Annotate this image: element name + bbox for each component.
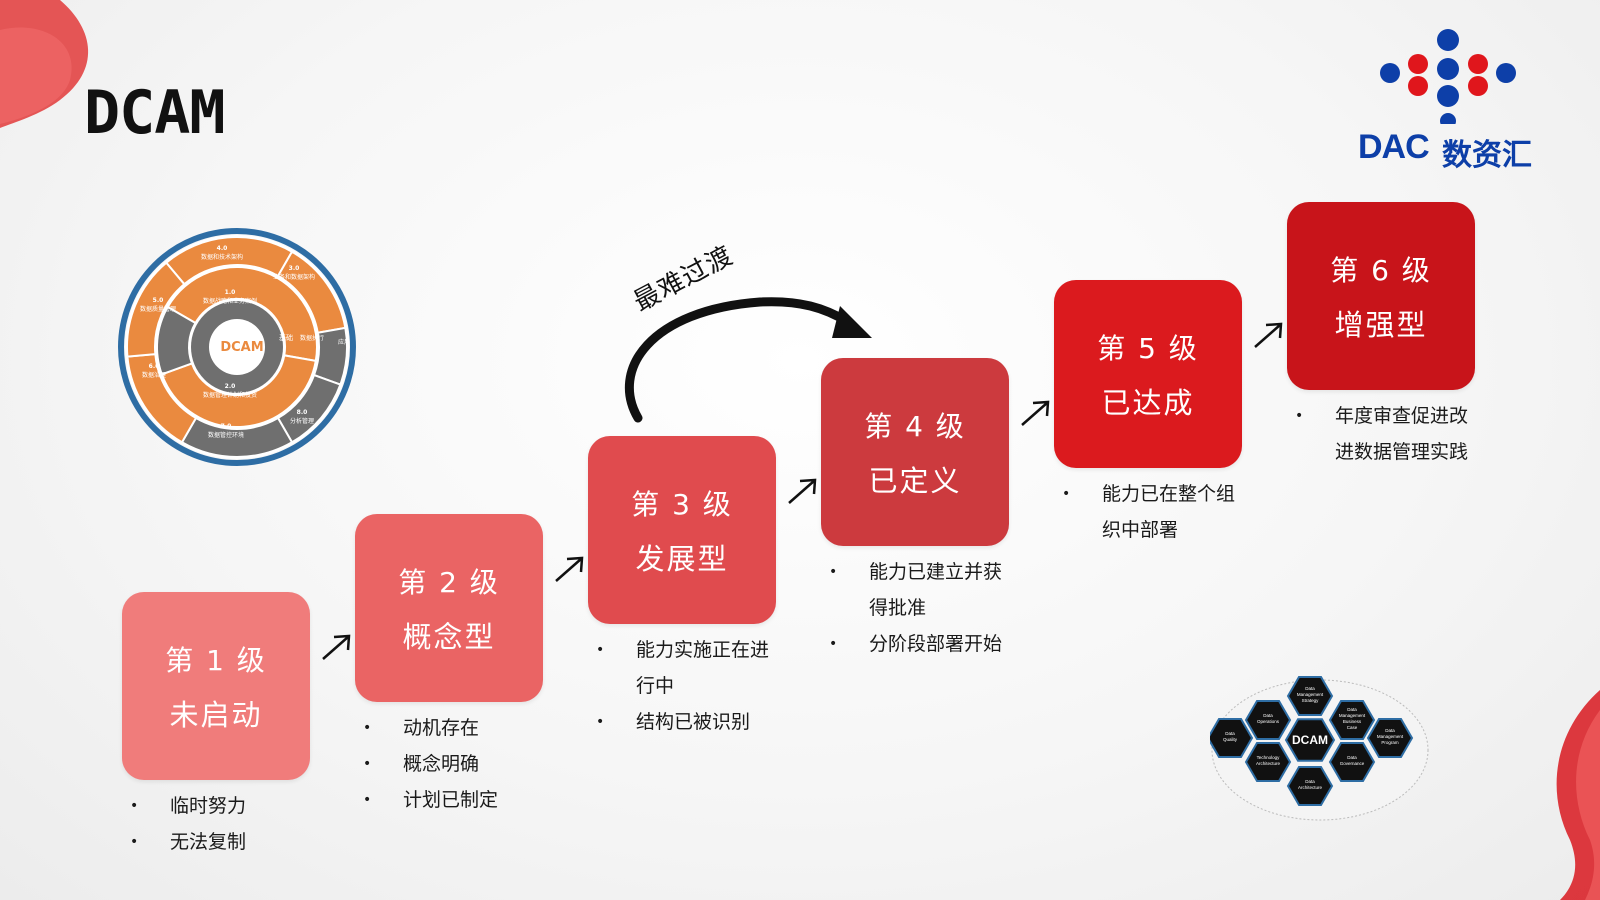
wheel-label: 基础 [279,333,293,342]
hex-cell [1286,765,1334,807]
hex-cell [1328,741,1376,783]
ribbon-top-left [0,0,89,128]
step-name: 概念型 [402,620,496,654]
wheel-label: 分析管理 [290,417,314,425]
bullet-item: 结构已被识别 [596,704,776,740]
arrow-icon [555,556,584,582]
step-level: 第 2 级 [398,566,500,599]
step-name: 未启动 [169,698,263,732]
bullet-item: 临时努力 [130,788,300,824]
ribbon-bottom-right [1556,690,1600,900]
bullet-item: 概念明确 [363,746,533,782]
wheel-label: 5.0 [153,297,164,304]
step-name: 发展型 [635,542,729,576]
hex-cell [1210,717,1254,759]
hex-cell [1284,718,1336,762]
step-2: 第 2 级概念型 [355,514,543,702]
arrow-icon [322,634,351,660]
bullet-item: 计划已制定 [363,782,533,818]
arrow-icon [788,478,817,504]
wheel-ring [209,319,265,375]
wheel-segment [166,266,318,363]
wheel-segment [160,354,317,428]
step-4: 第 4 级已定义 [821,358,1009,546]
wheel-label: 应用 [338,338,350,346]
bullet-item: 能力已在整个组织中部署 [1062,476,1242,548]
wheel-label: 6.0 [149,363,160,370]
arrow-icon [1021,400,1050,426]
brand-abbr: DAC [1358,128,1430,166]
step-5-bullets: 能力已在整个组织中部署 [1062,476,1242,548]
step-3: 第 3 级发展型 [588,436,776,624]
step-name: 增强型 [1334,308,1428,342]
bullet-item: 能力实施正在进行中 [596,632,776,704]
wheel-label: DCAM [220,340,263,355]
bullet-item: 年度审查促进改进数据管理实践 [1295,398,1475,470]
curved-arrow-icon [624,297,872,423]
arrow-icon [1254,322,1283,348]
step-name: 已定义 [868,464,962,498]
wheel-ring [118,228,356,466]
dcam-wheel: DCAM4.0数据和技术架构3.0业务和数据架构1.0数据战略和业务案例5.0数… [118,228,356,466]
wheel-label: 数据质量管理 [140,305,176,313]
hex-cell [1244,741,1292,783]
step-level: 第 3 级 [631,488,733,521]
wheel-segment [156,305,197,376]
dots-logo-icon [1380,29,1516,124]
wheel-label: 4.0 [217,245,228,252]
wheel-label: 2.0 [225,383,236,390]
wheel-label: 业务和数据架构 [273,273,315,281]
wheel-label: 7.0 [221,423,232,430]
wheel-label: 数据战略和业务案例 [203,297,257,305]
hex-cell [1328,699,1376,741]
step-1-bullets: 临时努力无法复制 [130,788,300,860]
wheel-label: 数据执行 [300,334,324,342]
wheel-label: 1.0 [225,289,236,296]
hex-cell [1366,717,1414,759]
wheel-label: 数据管控环境 [208,431,244,439]
step-3-bullets: 能力实施正在进行中结构已被识别 [596,632,776,740]
wheel-label: 数据和技术架构 [201,253,243,261]
step-6-bullets: 年度审查促进改进数据管理实践 [1295,398,1475,470]
hex-cell [1244,699,1292,741]
step-5: 第 5 级已达成 [1054,280,1242,468]
brand-name: 数资汇 [1442,138,1532,173]
bullet-item: 动机存在 [363,710,533,746]
wheel-segment [126,261,186,358]
hex-cell [1286,676,1334,717]
wheel-label: 3.0 [289,265,300,272]
bullet-item: 能力已建立并获得批准 [829,554,1009,626]
hex-center-label: DCAM [1292,733,1328,747]
brand-logo: DAC 数资汇 [1358,24,1578,174]
wheel-label: 数据管理计划和投资 [203,391,257,399]
step-6: 第 6 级增强型 [1287,202,1475,390]
step-4-bullets: 能力已建立并获得批准分阶段部署开始 [829,554,1009,662]
wheel-label: 8.0 [297,409,308,416]
bullet-item: 分阶段部署开始 [829,626,1009,662]
bullet-item: 无法复制 [130,824,300,860]
step-2-bullets: 动机存在概念明确计划已制定 [363,710,533,818]
step-1: 第 1 级未启动 [122,592,310,780]
step-level: 第 5 级 [1097,332,1199,365]
page-title: DCAM [84,78,225,148]
step-name: 已达成 [1101,386,1195,420]
step-level: 第 6 级 [1330,254,1432,287]
step-level: 第 4 级 [864,410,966,443]
step-level: 第 1 级 [165,644,267,677]
wheel-label: 数据治理 [142,371,166,379]
